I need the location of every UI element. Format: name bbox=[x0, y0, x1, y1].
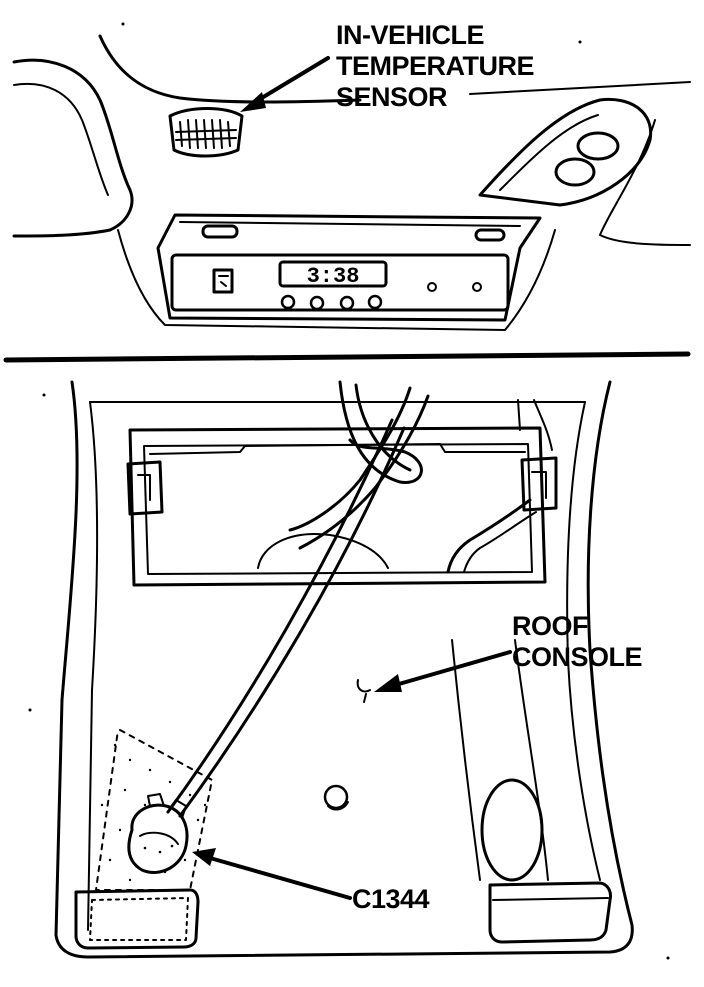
screw-boss-shading bbox=[327, 801, 349, 811]
screw-boss bbox=[323, 784, 349, 810]
clock-display: 3:38 bbox=[307, 264, 360, 289]
harness-wire-right bbox=[446, 498, 532, 574]
bezel-slot-right bbox=[474, 228, 506, 242]
roof-console-label-line-2: CONSOLE bbox=[512, 642, 643, 672]
dashboard-top-line bbox=[469, 81, 691, 95]
stipple-texture bbox=[100, 743, 207, 882]
roof-console-view bbox=[28, 380, 670, 960]
clock-button-2 bbox=[309, 295, 325, 311]
vent-knob-lower bbox=[554, 157, 596, 187]
harness-loop bbox=[338, 380, 423, 484]
vent-knob-upper bbox=[576, 131, 620, 161]
console-ridge bbox=[451, 639, 481, 881]
tab-slot-right bbox=[531, 471, 547, 499]
tab-slot-left bbox=[137, 474, 151, 501]
temperature-sensor bbox=[168, 107, 244, 158]
connector-lead-a bbox=[166, 418, 394, 814]
sensor-leader-line bbox=[253, 56, 330, 104]
sensor-label-line-2: TEMPERATURE bbox=[336, 51, 535, 81]
vent-bezel-inner bbox=[499, 114, 599, 191]
steering-wheel-rim bbox=[12, 58, 134, 238]
roof-console-leader-line bbox=[390, 650, 512, 688]
c1344-arrow-head bbox=[192, 848, 216, 866]
console-ridge-2 bbox=[514, 639, 549, 881]
right-pillar bbox=[599, 119, 691, 246]
dome-lamp-switch bbox=[488, 881, 612, 944]
c1344-label: C1344 bbox=[352, 884, 430, 915]
sensor-arrow-head bbox=[240, 92, 266, 112]
panel-divider bbox=[3, 351, 691, 363]
harness-conduit-right bbox=[517, 399, 553, 451]
steering-wheel-inner bbox=[13, 83, 109, 196]
clock-button-1 bbox=[280, 294, 296, 310]
roof-console-label-line-1: ROOF bbox=[512, 611, 589, 641]
housing-inner-edge-right bbox=[566, 401, 601, 881]
roof-console-label: ROOF CONSOLE bbox=[512, 611, 643, 673]
radio-bezel-frame bbox=[156, 213, 542, 322]
harness-wire-1 bbox=[354, 383, 412, 472]
control-knob-1 bbox=[427, 282, 437, 292]
instrument-panel-view: 3:38 bbox=[12, 22, 691, 331]
dome-lamp-switch-edge bbox=[492, 897, 609, 901]
radio-bezel-top-slot bbox=[179, 221, 521, 227]
c1344-label-text: C1344 bbox=[352, 884, 430, 914]
clock-display-frame bbox=[278, 260, 388, 288]
bezel-slot-left bbox=[201, 224, 239, 239]
fan-control-icon-detail bbox=[218, 275, 229, 287]
roof-console-housing bbox=[54, 380, 634, 959]
harness-shadow bbox=[257, 533, 389, 569]
control-head bbox=[170, 253, 510, 312]
harness-wire-right-2 bbox=[463, 511, 537, 573]
cavity-ledge bbox=[149, 443, 526, 455]
vent-bezel bbox=[478, 97, 653, 207]
connector-lead-b bbox=[178, 426, 406, 818]
mounting-tab-right bbox=[520, 456, 558, 512]
dashboard-upper-edge bbox=[98, 34, 362, 104]
left-switch-block bbox=[74, 888, 200, 950]
dashboard-lower-edge bbox=[117, 229, 556, 331]
hidden-cavity-outline bbox=[95, 729, 213, 891]
roof-console-arrow-head bbox=[374, 674, 402, 692]
fan-control-icon bbox=[212, 268, 234, 294]
mounting-tab-left bbox=[126, 460, 164, 516]
c1344-leader-line bbox=[208, 856, 352, 900]
c1344-connector bbox=[127, 793, 189, 874]
in-vehicle-temperature-sensor-label: IN-VEHICLE TEMPERATURE SENSOR bbox=[336, 20, 535, 113]
harness-wire-2 bbox=[288, 386, 412, 532]
sensor-label-line-3: SENSOR bbox=[336, 82, 448, 112]
housing-inner-edge bbox=[87, 401, 98, 931]
roof-console-target-mark bbox=[356, 679, 371, 703]
dome-lamp-lens bbox=[480, 778, 544, 882]
left-switch-block-inner bbox=[89, 897, 189, 941]
clock-button-3 bbox=[339, 295, 355, 311]
clock-button-4 bbox=[367, 294, 383, 310]
control-knob-2 bbox=[472, 282, 482, 292]
sensor-label-line-1: IN-VEHICLE bbox=[336, 20, 485, 50]
